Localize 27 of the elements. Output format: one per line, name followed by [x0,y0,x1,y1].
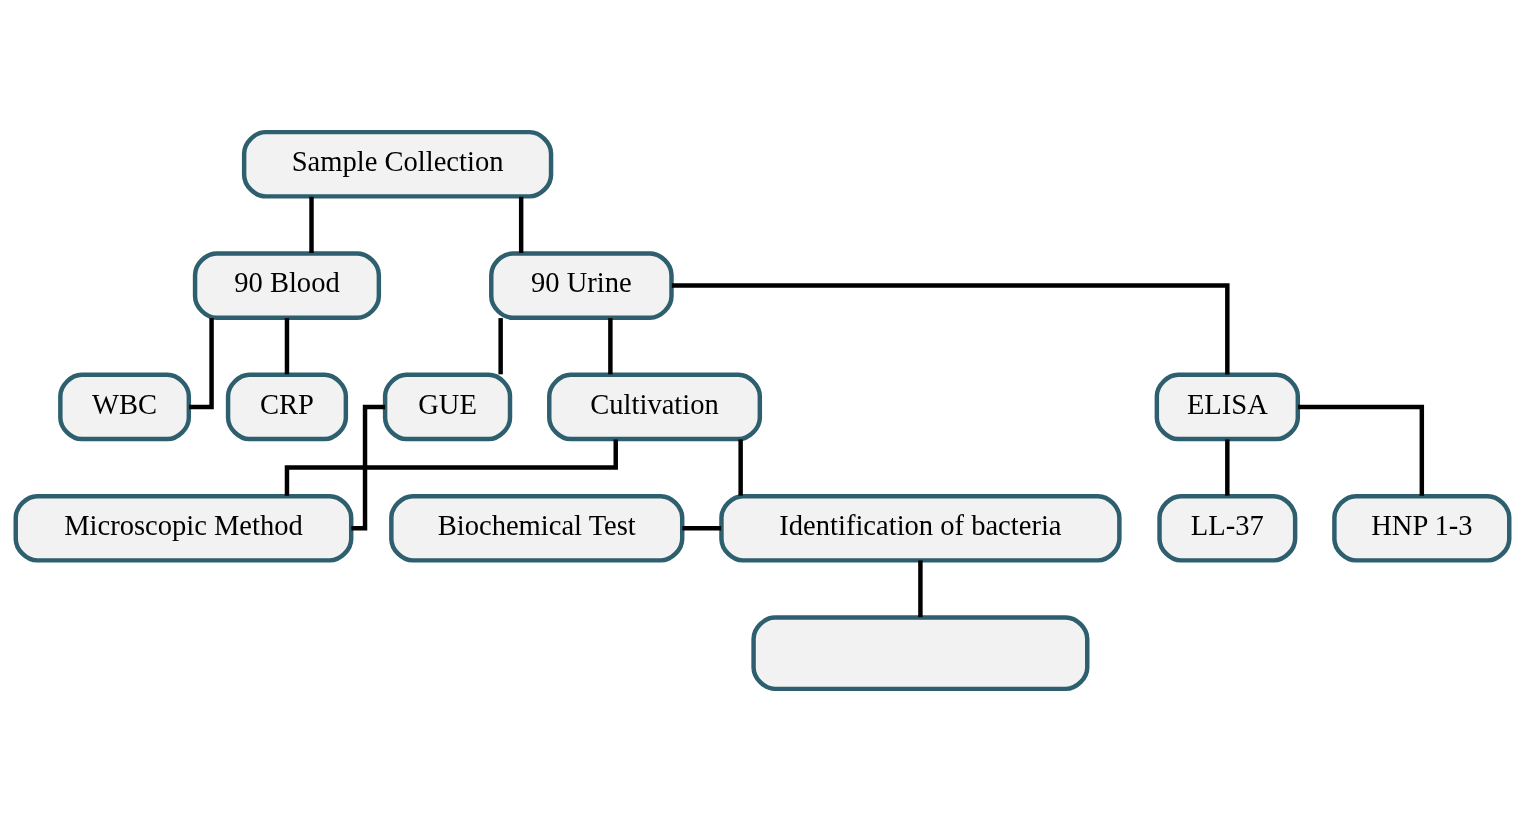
node-box [751,615,1090,692]
connector [1298,404,1425,496]
connector [189,318,214,410]
node-box: ELISA [1154,372,1301,442]
connector [1225,439,1230,496]
node-box: Sample Collection [241,129,554,199]
node-box: 90 Blood [192,251,382,320]
connector [309,196,314,253]
node-box: Biochemical Test [389,493,685,563]
connector [284,318,290,375]
connector [498,318,503,375]
node-box: 90 Urine [489,251,674,320]
node-box: Identification of bacteria [719,493,1122,563]
node-box: CRP [225,372,349,442]
connector [682,526,722,531]
connector [608,318,613,375]
node-box: GUE [382,372,513,442]
connector [518,196,524,253]
connector [671,283,1230,375]
node-box: WBC [58,372,192,442]
connector [738,439,743,496]
node-box: Microscopic Method [13,493,354,563]
node-box: LL-37 [1157,493,1298,563]
node-box: Cultivation [547,372,763,442]
connector [351,404,385,531]
connector [918,560,923,618]
node-box: HNP 1-3 [1332,493,1512,563]
